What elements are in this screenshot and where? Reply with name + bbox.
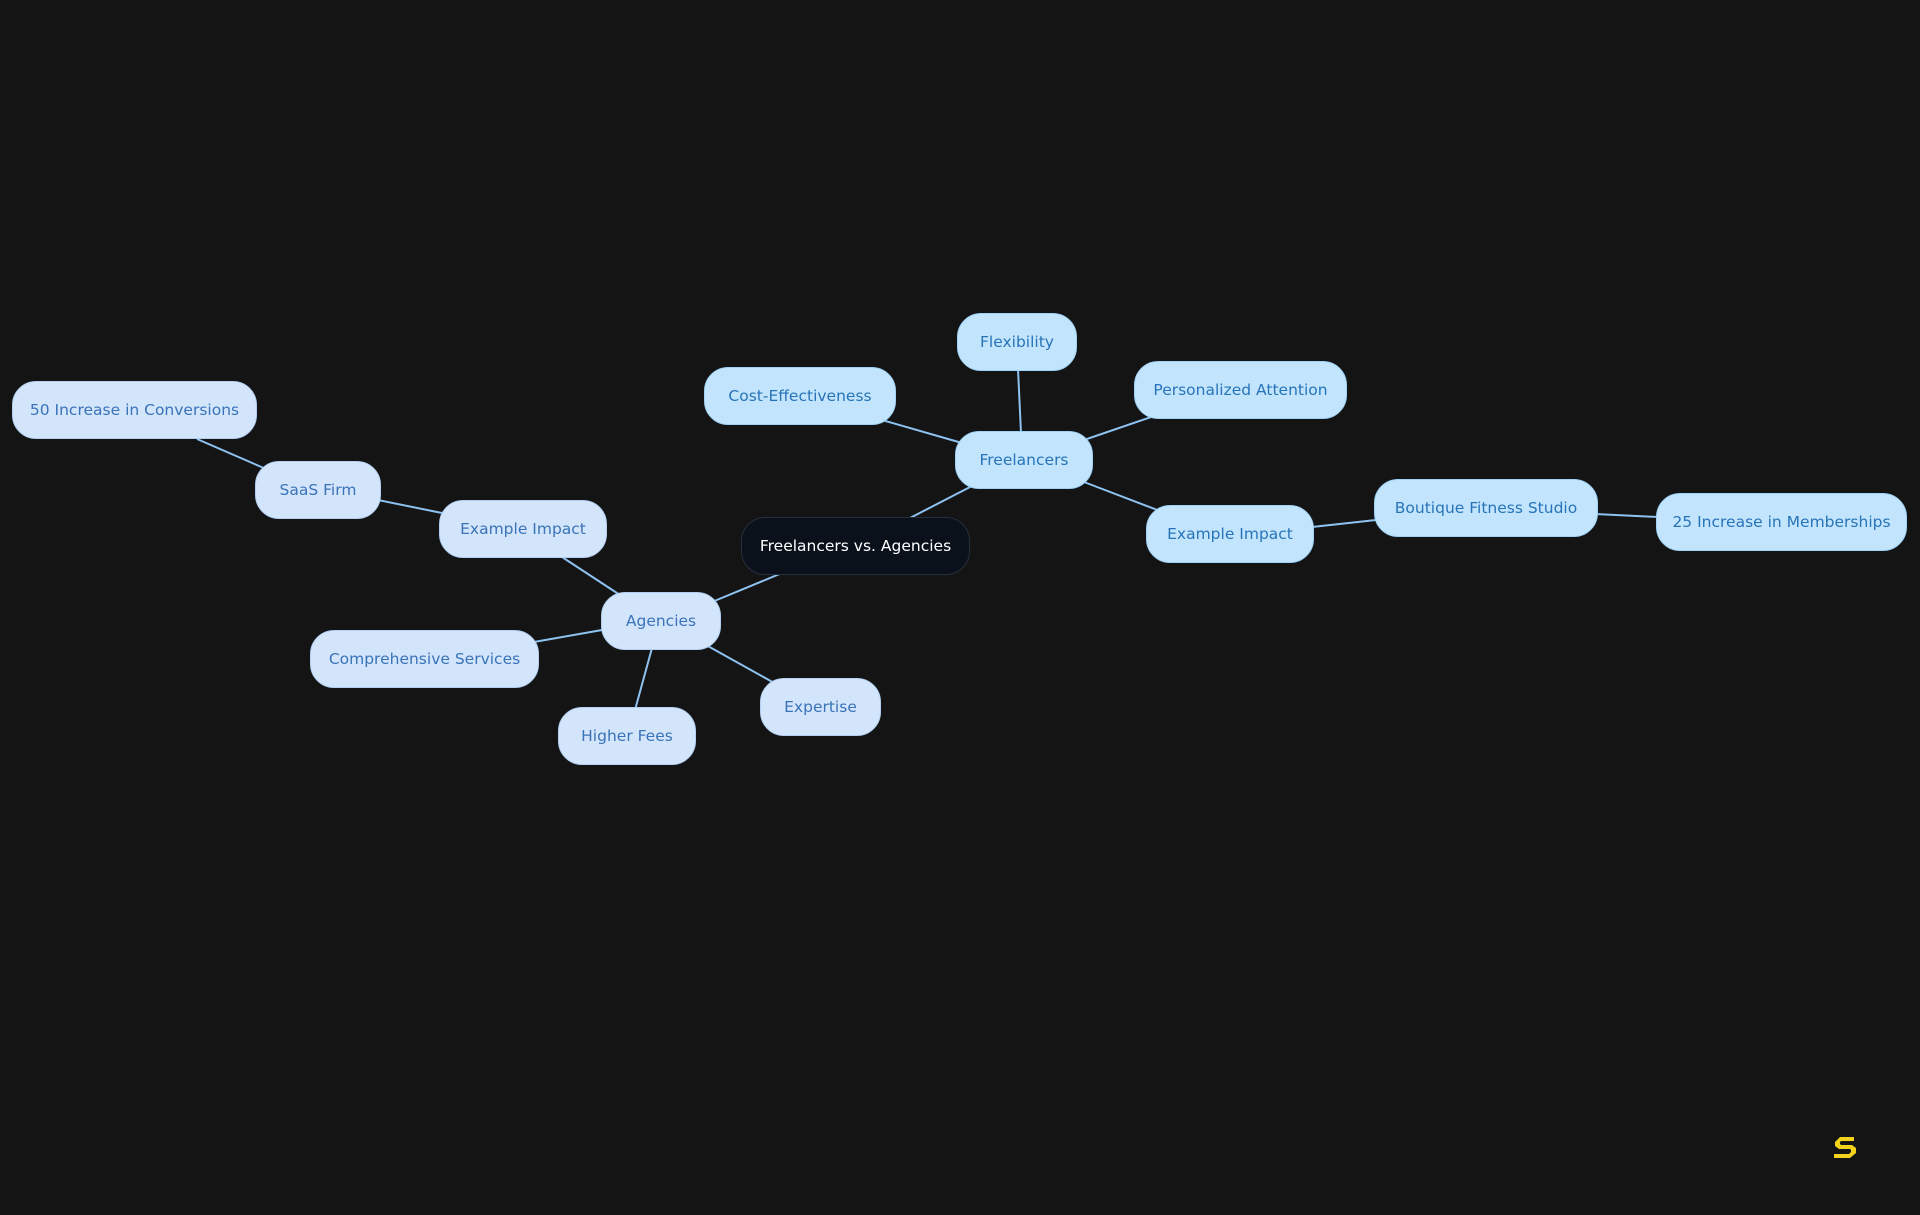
edge-freelancers-flexibility [1017, 368, 1022, 434]
edge-agencies-expertise [705, 644, 777, 685]
root-node: Freelancers vs. Agencies [741, 517, 970, 575]
edge-root-freelancers [909, 485, 973, 519]
edge-fexample-boutique [1311, 519, 1377, 528]
comprehensive-services-node: Comprehensive Services [310, 630, 539, 688]
edge-freelancers-personalized [1083, 414, 1158, 441]
freelancers-node: Freelancers [955, 431, 1093, 489]
conversions-increase-node: 50 Increase in Conversions [12, 381, 257, 439]
memberships-increase-node: 25 Increase in Memberships [1656, 493, 1907, 551]
edge-agencies-fees [634, 647, 653, 711]
agencies-example-impact-node: Example Impact [439, 500, 607, 558]
higher-fees-node: Higher Fees [558, 707, 696, 765]
saas-firm-node: SaaS Firm [255, 461, 381, 519]
edge-boutique-result [1594, 513, 1659, 518]
edge-saas-result [196, 438, 267, 470]
personalized-attention-node: Personalized Attention [1134, 361, 1347, 419]
edge-freelancers-example [1083, 481, 1161, 512]
edge-agencies-comprehensive [533, 629, 603, 643]
agencies-node: Agencies [601, 592, 721, 650]
expertise-node: Expertise [760, 678, 881, 736]
edge-root-agencies [711, 572, 783, 603]
edge-freelancers-cost [881, 419, 963, 444]
brand-s-logo-icon [1834, 1137, 1856, 1158]
edge-aexample-saas [377, 499, 443, 514]
boutique-fitness-studio-node: Boutique Fitness Studio [1374, 479, 1598, 537]
edge-agencies-example [561, 556, 621, 596]
freelancers-example-impact-node: Example Impact [1146, 505, 1314, 563]
flexibility-node: Flexibility [957, 313, 1077, 371]
cost-effectiveness-node: Cost-Effectiveness [704, 367, 896, 425]
